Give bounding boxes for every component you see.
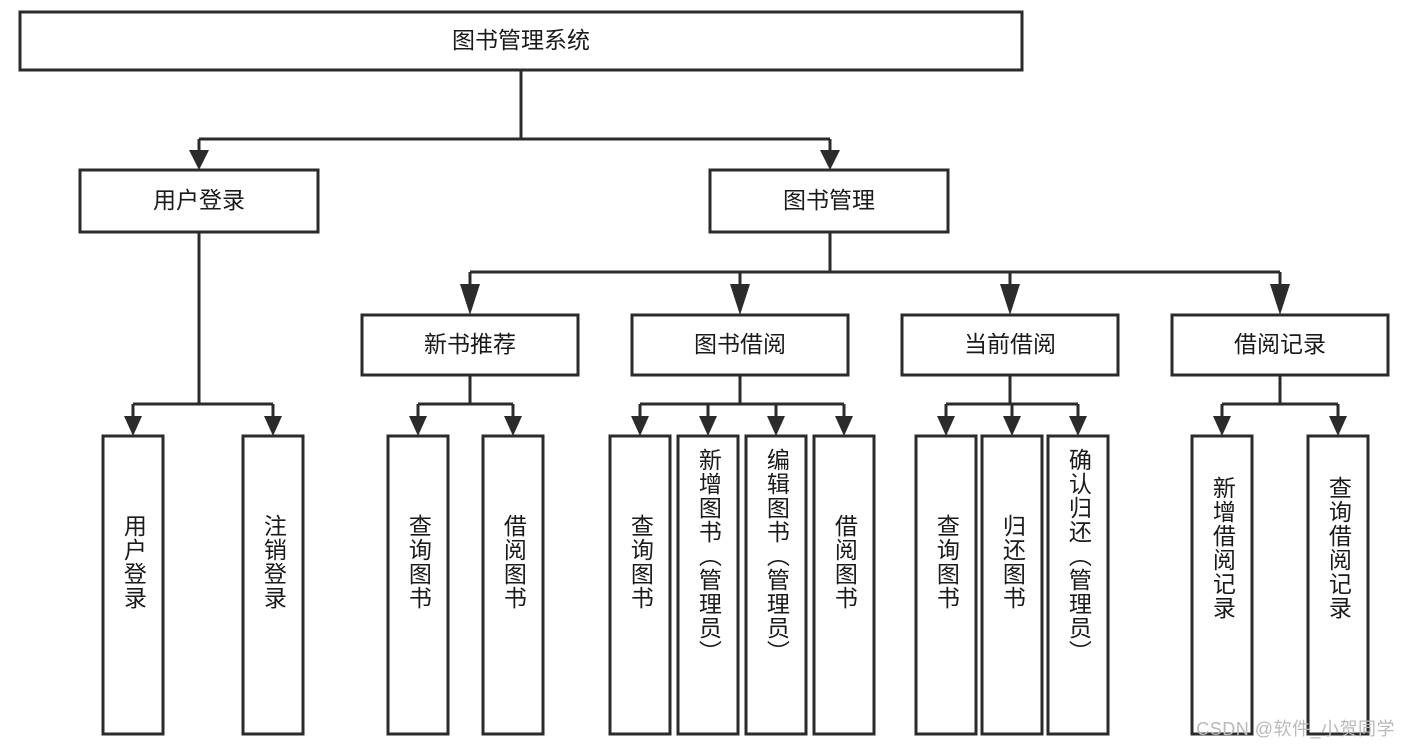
- node-new-book-recommend[interactable]: [360, 313, 580, 377]
- arrowhead-leaf-logout-login: [264, 416, 282, 436]
- node-borrow-record[interactable]: [1170, 313, 1390, 377]
- node-leaf-edit-book[interactable]: [744, 434, 808, 736]
- node-leaf-add-record[interactable]: [1190, 434, 1254, 736]
- node-label-user-login: 用户登录: [153, 187, 245, 213]
- arrowhead-leaf-borrow-book-1: [504, 416, 522, 436]
- node-leaf-query-book-1[interactable]: [386, 434, 450, 736]
- node-label-borrow-record: 借阅记录: [1234, 331, 1326, 357]
- watermark-text: CSDN @软件_小贺同学: [1196, 719, 1395, 739]
- node-leaf-return-book[interactable]: [980, 434, 1044, 736]
- arrowhead-user-login: [189, 150, 209, 170]
- arrowhead-leaf-return-book: [1003, 416, 1021, 436]
- arrowhead-leaf-query-record: [1329, 416, 1347, 436]
- connector-layer: [124, 70, 1347, 436]
- arrowhead-leaf-add-book: [699, 416, 717, 436]
- arrowhead-leaf-add-record: [1213, 416, 1231, 436]
- node-current-borrow[interactable]: [900, 313, 1120, 377]
- node-label-current-borrow: 当前借阅: [964, 331, 1056, 357]
- node-label-new-book-recommend: 新书推荐: [424, 331, 516, 357]
- node-book-borrow[interactable]: [630, 313, 850, 377]
- arrowhead-leaf-edit-book: [767, 416, 785, 436]
- node-leaf-confirm-return[interactable]: [1046, 434, 1110, 736]
- node-user-login[interactable]: [78, 168, 320, 234]
- node-book-management-system[interactable]: [18, 10, 1024, 72]
- node-label-book-management-system: 图书管理系统: [452, 27, 590, 53]
- node-leaf-user-login[interactable]: [101, 434, 165, 736]
- node-leaf-add-book[interactable]: [676, 434, 740, 736]
- arrowhead-leaf-user-login: [124, 416, 142, 436]
- arrowhead-new-book-recommend: [460, 284, 480, 315]
- node-layer: 图书管理系统 用户登录 图书管理 新书推荐 图书借阅 当前借阅 借阅记录: [18, 10, 1390, 736]
- node-leaf-query-record[interactable]: [1306, 434, 1370, 736]
- arrowhead-book-borrow: [730, 284, 750, 315]
- node-leaf-logout-login[interactable]: [241, 434, 305, 736]
- node-book-management[interactable]: [708, 168, 950, 234]
- arrowhead-book-management: [820, 150, 840, 170]
- arrowhead-leaf-query-book-3: [937, 416, 955, 436]
- node-label-book-borrow: 图书借阅: [694, 331, 786, 357]
- node-label-book-management: 图书管理: [783, 187, 875, 213]
- node-leaf-borrow-book-1[interactable]: [481, 434, 545, 736]
- arrowhead-borrow-record: [1270, 284, 1290, 315]
- arrowhead-leaf-confirm-return: [1069, 416, 1087, 436]
- arrowhead-current-borrow: [1000, 284, 1020, 315]
- node-leaf-borrow-book-2[interactable]: [812, 434, 876, 736]
- node-leaf-query-book-3[interactable]: [914, 434, 978, 736]
- arrowhead-leaf-query-book-2: [631, 416, 649, 436]
- arrowhead-leaf-borrow-book-2: [835, 416, 853, 436]
- arrowhead-leaf-query-book-1: [409, 416, 427, 436]
- node-leaf-query-book-2[interactable]: [608, 434, 672, 736]
